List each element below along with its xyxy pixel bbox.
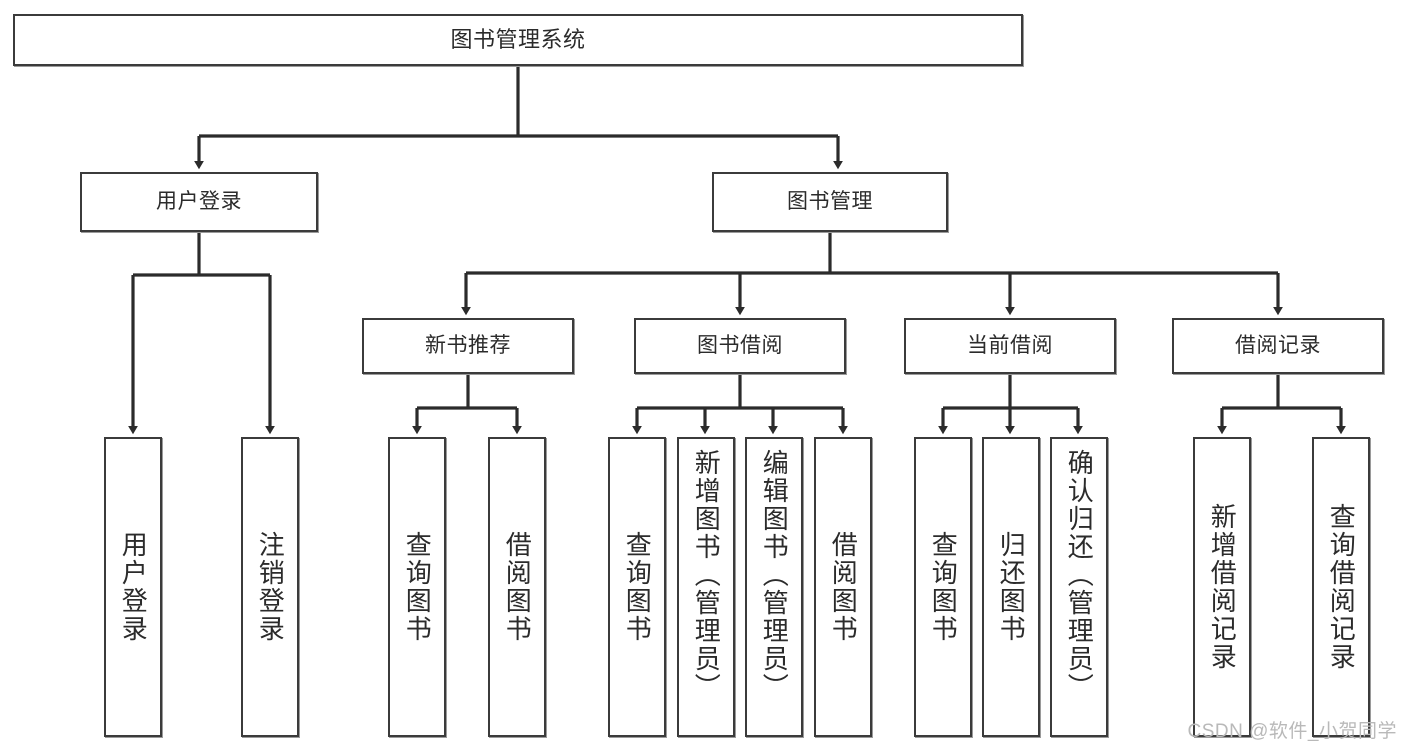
node-label: 确认归还（管理员）: [1064, 449, 1095, 701]
node-book-management-system[interactable]: 图书管理系统: [13, 14, 1023, 66]
node-label: 图书管理: [787, 190, 873, 214]
node-label: 注销登录: [255, 531, 286, 643]
node-label: 借阅图书: [502, 531, 533, 643]
leaf-query-books-current[interactable]: 查询图书: [914, 437, 972, 737]
node-label: 归还图书: [996, 531, 1027, 643]
node-label: 用户登录: [156, 190, 242, 214]
node-current-borrowing[interactable]: 当前借阅: [904, 318, 1116, 374]
leaf-logout[interactable]: 注销登录: [241, 437, 299, 737]
node-label: 新增借阅记录: [1207, 503, 1238, 671]
node-label: 借阅记录: [1235, 334, 1321, 358]
leaf-query-borrow-record[interactable]: 查询借阅记录: [1312, 437, 1370, 737]
node-label: 新增图书（管理员）: [691, 449, 722, 701]
node-label: 借阅图书: [828, 531, 859, 643]
node-label: 图书借阅: [697, 334, 783, 358]
leaf-borrow-books-borrowing[interactable]: 借阅图书: [814, 437, 872, 737]
node-label: 查询图书: [622, 531, 653, 643]
leaf-query-books-recommend[interactable]: 查询图书: [388, 437, 446, 737]
watermark-text: CSDN @软件_小贺同学: [1187, 721, 1397, 742]
node-label: 编辑图书（管理员）: [759, 449, 790, 701]
node-new-book-recommendation[interactable]: 新书推荐: [362, 318, 574, 374]
node-label: 用户登录: [118, 531, 149, 643]
leaf-user-login[interactable]: 用户登录: [104, 437, 162, 737]
node-book-management[interactable]: 图书管理: [712, 172, 948, 232]
node-label: 当前借阅: [967, 334, 1053, 358]
node-borrowing-records[interactable]: 借阅记录: [1172, 318, 1384, 374]
node-label: 图书管理系统: [450, 26, 586, 52]
node-label: 新书推荐: [425, 334, 511, 358]
leaf-return-books[interactable]: 归还图书: [982, 437, 1040, 737]
leaf-confirm-return-admin[interactable]: 确认归还（管理员）: [1050, 437, 1108, 737]
node-label: 查询借阅记录: [1326, 503, 1357, 671]
leaf-borrow-books-recommend[interactable]: 借阅图书: [488, 437, 546, 737]
node-book-borrowing[interactable]: 图书借阅: [634, 318, 846, 374]
leaf-add-borrow-record[interactable]: 新增借阅记录: [1193, 437, 1251, 737]
leaf-edit-book-admin[interactable]: 编辑图书（管理员）: [745, 437, 803, 737]
leaf-add-book-admin[interactable]: 新增图书（管理员）: [677, 437, 735, 737]
leaf-query-books-borrowing[interactable]: 查询图书: [608, 437, 666, 737]
node-user-login[interactable]: 用户登录: [80, 172, 318, 232]
node-label: 查询图书: [928, 531, 959, 643]
node-label: 查询图书: [402, 531, 433, 643]
